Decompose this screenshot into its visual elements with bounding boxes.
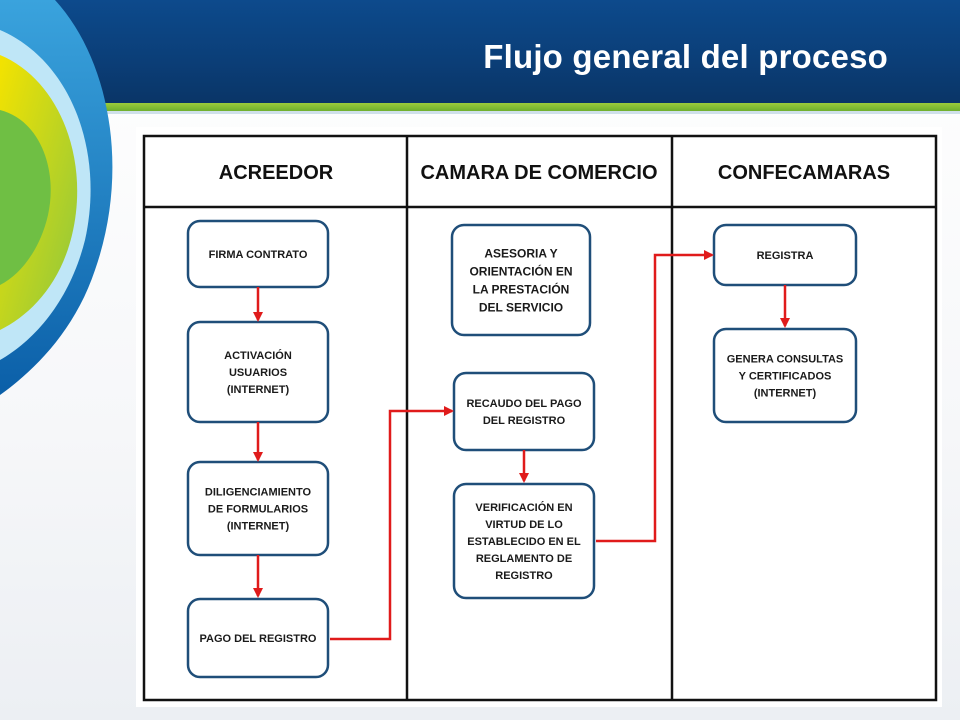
flow-box-label-line: DEL REGISTRO (483, 415, 566, 427)
header-green-stripe (0, 103, 960, 111)
flow-box-label-line: ACTIVACIÓN (224, 349, 292, 362)
swimlane-frame (142, 134, 938, 702)
column-header-camara: CAMARA DE COMERCIO (420, 162, 657, 184)
flow-box-label-line: (INTERNET) (227, 520, 290, 532)
process-flow-diagram: ACREEDOR CAMARA DE COMERCIO CONFECAMARAS… (136, 127, 942, 707)
flow-box-label-line: DEL SERVICIO (479, 300, 563, 314)
arrow-verificacion-to-registra (596, 250, 714, 543)
flow-box-label-line: VIRTUD DE LO (485, 519, 563, 531)
flow-box-label-line: ASESORIA Y (484, 246, 557, 260)
flow-arrows (253, 250, 790, 641)
flow-box-label-line: VERIFICACIÓN EN (475, 501, 572, 514)
flow-box-shape (712, 327, 858, 424)
flow-box-activacion: ACTIVACIÓN USUARIOS (INTERNET) (186, 320, 330, 424)
flow-box-label-line: ORIENTACIÓN EN (469, 263, 572, 278)
slide-header (0, 0, 960, 103)
flow-box-label-line: DE FORMULARIOS (208, 503, 308, 515)
flow-box-label-line: DILIGENCIAMIENTO (205, 486, 312, 498)
flow-canvas: ACREEDOR CAMARA DE COMERCIO CONFECAMARAS… (142, 134, 938, 702)
flow-box-label-line: ESTABLECIDO EN EL (467, 536, 581, 548)
flow-box-label-line: (INTERNET) (754, 387, 817, 399)
flow-box-label-line: REGLAMENTO DE (476, 553, 572, 565)
header-light-stripe (0, 111, 960, 114)
column-header-confecamaras: CONFECAMARAS (718, 162, 890, 184)
flow-box-diligenciamiento: DILIGENCIAMIENTO DE FORMULARIOS (INTERNET) (186, 460, 330, 557)
flow-box-shape (452, 371, 596, 452)
decorative-swirl-logo (0, 0, 113, 395)
flow-box-firma: FIRMA CONTRATO (186, 219, 330, 289)
flow-box-label-line: USUARIOS (229, 367, 287, 379)
flow-boxes: FIRMA CONTRATO ACTIVACIÓN USUARIOS (INTERNE… (186, 219, 858, 679)
flow-box-pago: PAGO DEL REGISTRO (186, 597, 330, 679)
flow-box-label-line: Y CERTIFICADOS (739, 370, 832, 382)
slide-title: Flujo general del proceso (483, 38, 888, 75)
flow-box-label-line: REGISTRO (495, 570, 553, 582)
flow-box-asesoria: ASESORIA Y ORIENTACIÓN EN LA PRESTACIÓN DEL… (450, 223, 592, 337)
flow-box-label-line: FIRMA CONTRATO (209, 249, 308, 261)
column-header-acreedor: ACREEDOR (219, 162, 334, 184)
flow-box-recaudo: RECAUDO DEL PAGO DEL REGISTRO (452, 371, 596, 452)
flow-box-shape (450, 223, 592, 337)
flow-box-shape (452, 482, 596, 600)
flow-box-genera: GENERA CONSULTAS Y CERTIFICADOS (INTERNET) (712, 327, 858, 424)
flow-box-label-line: GENERA CONSULTAS (727, 353, 844, 365)
flow-box-shape (186, 597, 330, 679)
flow-box-label-line: RECAUDO DEL PAGO (466, 398, 582, 410)
flow-box-label-line: REGISTRA (757, 250, 814, 262)
flow-box-registra: REGISTRA (712, 223, 858, 287)
flow-box-label-line: (INTERNET) (227, 384, 290, 396)
flow-box-label-line: LA PRESTACIÓN (473, 281, 570, 296)
flow-box-label-line: PAGO DEL REGISTRO (200, 633, 317, 645)
flow-box-verificacion: VERIFICACIÓN EN VIRTUD DE LO ESTABLECIDO E… (452, 482, 596, 600)
arrow-pago-to-recaudo (330, 406, 454, 641)
